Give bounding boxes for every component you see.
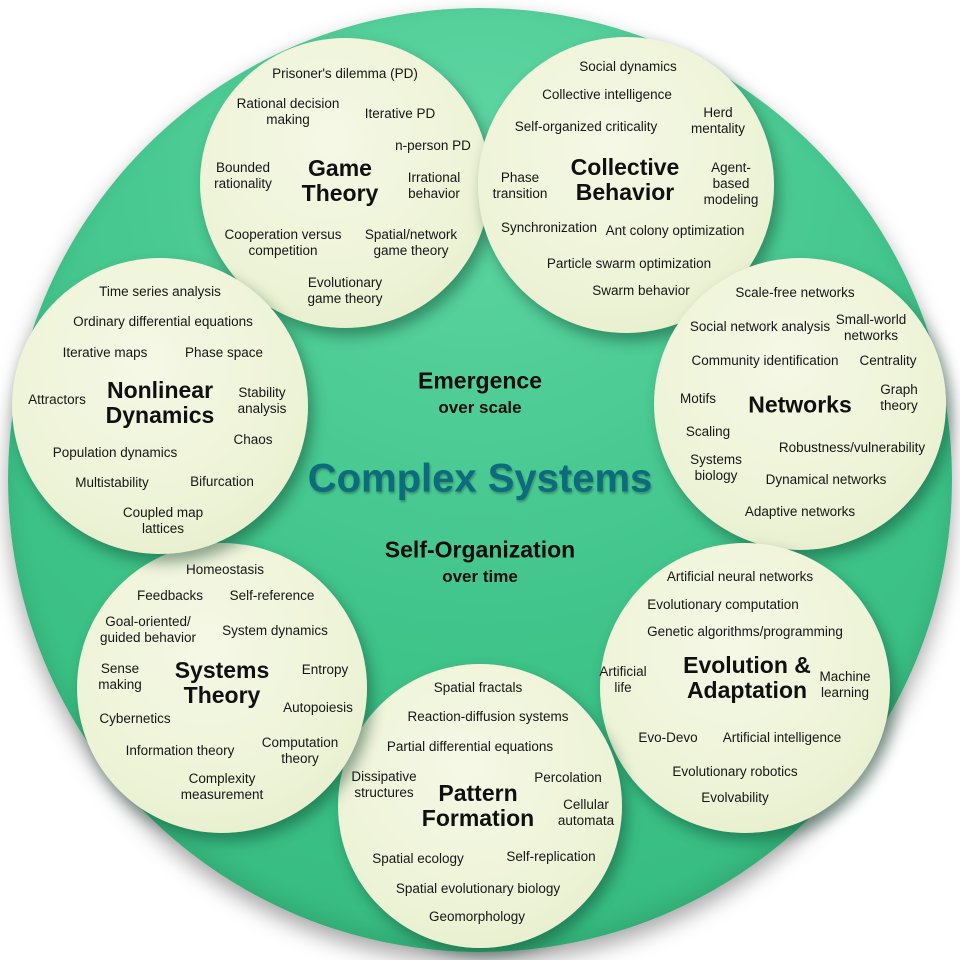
- topic-label: Stability analysis: [237, 385, 287, 416]
- topic-label: Social network analysis: [689, 319, 831, 335]
- topic-label: Feedbacks: [136, 588, 204, 604]
- topic-label: Cellular automata: [557, 797, 615, 828]
- topic-label: Social dynamics: [579, 59, 677, 75]
- topic-label: Bounded rationality: [214, 160, 272, 191]
- topic-label: Artificial neural networks: [666, 569, 814, 585]
- self-organization-sub-label: over time: [442, 567, 518, 586]
- cluster-circle-networks: [654, 258, 946, 550]
- topic-label: Homeostasis: [185, 562, 265, 578]
- topic-label: Ordinary differential equations: [73, 314, 253, 330]
- topic-label: Swarm behavior: [592, 283, 690, 299]
- topic-label: Machine learning: [819, 669, 871, 700]
- topic-label: Genetic algorithms/programming: [647, 624, 843, 640]
- emergence-sub-label: over scale: [438, 398, 522, 417]
- topic-label: Phase space: [184, 345, 264, 361]
- self-organization-label: Self-Organization: [384, 536, 576, 563]
- main-title: Complex Systems: [307, 456, 653, 501]
- topic-label: Computation theory: [261, 735, 339, 766]
- cluster-circle-evolution-adaptation: [600, 543, 890, 833]
- cluster-circle-pattern-formation: [338, 664, 622, 948]
- cluster-title-evolution-adaptation: Evolution & Adaptation: [683, 652, 811, 703]
- topic-label: Spatial ecology: [372, 851, 464, 867]
- topic-label: Graph theory: [880, 382, 918, 413]
- cluster-title-pattern-formation: Pattern Formation: [421, 780, 535, 831]
- topic-label: Particle swarm optimization: [546, 256, 712, 272]
- topic-label: Motifs: [679, 391, 717, 407]
- topic-label: Cybernetics: [99, 711, 171, 727]
- cluster-circle-systems-theory: [77, 543, 367, 833]
- topic-label: Adaptive networks: [744, 504, 856, 520]
- topic-label: Spatial fractals: [433, 680, 523, 696]
- topic-label: Percolation: [534, 770, 602, 786]
- topic-label: Artificial intelligence: [722, 730, 842, 746]
- topic-label: Autopoiesis: [283, 700, 353, 716]
- topic-label: Iterative maps: [62, 345, 148, 361]
- topic-label: n-person PD: [395, 138, 471, 154]
- topic-label: Goal-oriented/ guided behavior: [99, 614, 197, 645]
- topic-label: Prisoner's dilemma (PD): [272, 66, 418, 82]
- topic-label: Collective intelligence: [542, 87, 672, 103]
- topic-label: Reaction-diffusion systems: [407, 709, 569, 725]
- topic-label: Dissipative structures: [351, 769, 417, 800]
- topic-label: Evolutionary robotics: [672, 764, 798, 780]
- topic-label: Evolutionary game theory: [307, 275, 383, 306]
- topic-label: Ant colony optimization: [605, 223, 745, 239]
- topic-label: Population dynamics: [52, 445, 178, 461]
- topic-label: Rational decision making: [236, 96, 340, 127]
- topic-label: Multistability: [75, 475, 149, 491]
- topic-label: Small-world networks: [835, 312, 907, 343]
- topic-label: Entropy: [301, 662, 349, 678]
- topic-label: Dynamical networks: [765, 472, 887, 488]
- topic-label: Synchronization: [500, 220, 598, 236]
- topic-label: Robustness/vulnerability: [778, 440, 926, 456]
- topic-label: Spatial/network game theory: [364, 227, 458, 258]
- topic-label: Systems biology: [690, 452, 742, 483]
- topic-label: Bifurcation: [190, 474, 254, 490]
- topic-label: Coupled map lattices: [122, 505, 204, 536]
- cluster-title-collective-behavior: Collective Behavior: [570, 154, 680, 205]
- cluster-title-game-theory: Game Theory: [301, 155, 379, 206]
- cluster-title-systems-theory: Systems Theory: [174, 657, 270, 708]
- topic-label: Spatial evolutionary biology: [395, 881, 561, 897]
- topic-label: Herd mentality: [690, 105, 746, 136]
- topic-label: Artificial life: [599, 664, 647, 695]
- topic-label: Scaling: [685, 424, 731, 440]
- topic-label: Self-replication: [506, 849, 596, 865]
- topic-label: Time series analysis: [99, 284, 221, 300]
- topic-label: Centrality: [859, 353, 917, 369]
- topic-label: Irrational behavior: [407, 170, 461, 201]
- topic-label: Iterative PD: [364, 106, 436, 122]
- topic-label: Agent-based modeling: [703, 160, 759, 207]
- topic-label: Attractors: [28, 392, 86, 408]
- topic-label: Community identification: [691, 353, 839, 369]
- topic-label: Self-organized criticality: [514, 119, 658, 135]
- topic-label: System dynamics: [222, 623, 328, 639]
- cluster-circle-game-theory: [200, 38, 490, 328]
- topic-label: Phase transition: [492, 170, 548, 201]
- emergence-label: Emergence: [417, 367, 543, 394]
- topic-label: Partial differential equations: [386, 739, 554, 755]
- topic-label: Cooperation versus competition: [224, 227, 342, 258]
- topic-label: Information theory: [125, 743, 235, 759]
- topic-label: Sense making: [98, 661, 142, 692]
- topic-label: Complexity measurement: [180, 771, 264, 802]
- topic-label: Self-reference: [229, 588, 315, 604]
- cluster-title-networks: Networks: [748, 391, 852, 418]
- topic-label: Evolutionary computation: [647, 597, 799, 613]
- topic-label: Chaos: [233, 432, 273, 448]
- topic-label: Scale-free networks: [735, 285, 855, 301]
- topic-label: Evo-Devo: [638, 730, 698, 746]
- cluster-circle-nonlinear-dynamics: [12, 258, 308, 554]
- cluster-title-nonlinear-dynamics: Nonlinear Dynamics: [105, 377, 215, 428]
- topic-label: Geomorphology: [428, 909, 526, 925]
- topic-label: Evolvability: [701, 790, 769, 806]
